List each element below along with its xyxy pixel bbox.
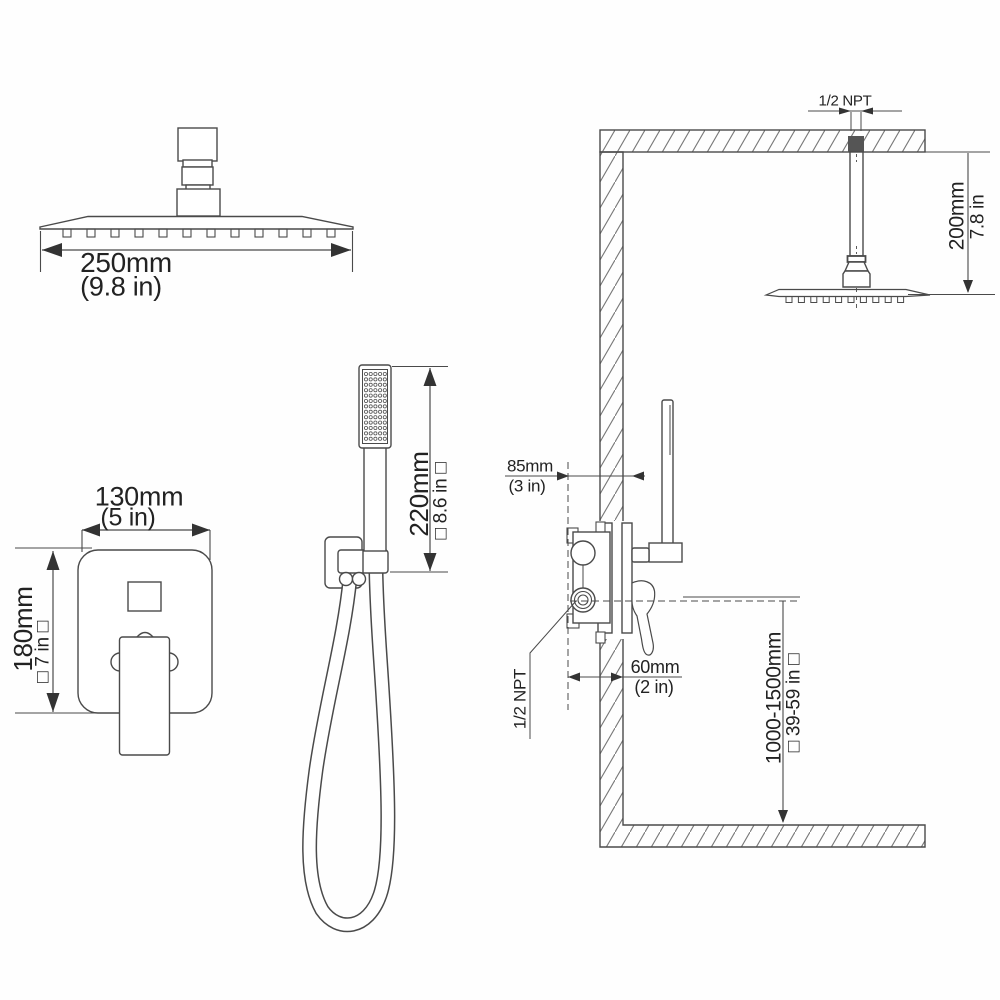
wand-spray-dots — [363, 371, 387, 441]
mount-height-dimension — [683, 596, 800, 823]
head-width-dimension — [39, 231, 354, 272]
label-depth-min-in: (2 in) — [634, 677, 674, 697]
hand-shower-holder — [631, 399, 683, 563]
label-depth-min: 60mm — [630, 657, 680, 677]
label-mount-height: 1000-1500mm — [762, 631, 786, 765]
hand-shower-with-hose — [302, 364, 448, 933]
label-head-width-in: (9.8 in) — [80, 271, 162, 302]
label-arm-drop: 200mm — [945, 181, 969, 251]
label-valve-width: 130mm — [94, 481, 184, 512]
label-depth-max: 85mm — [506, 456, 554, 476]
rain-shower-head-side-view — [39, 127, 354, 272]
label-wand-length-in: □ 8.6 in □ — [430, 462, 452, 540]
label-arm-drop-in: 7.8 in — [967, 194, 989, 240]
label-mount-height-in: □ 39-59 in □ — [783, 653, 805, 753]
in-wall-valve — [566, 521, 633, 644]
valve-lever-front — [110, 631, 179, 756]
mixer-valve-front-view — [15, 523, 213, 756]
ceiling-shower-head — [763, 288, 931, 312]
label-depth-max-in: (3 in) — [508, 476, 546, 496]
arm-drop-dimension — [908, 153, 995, 295]
label-head-width: 250mm — [80, 247, 172, 278]
ceiling-pipe-plug — [848, 136, 864, 152]
label-valve-height-in: □ 7 in □ — [32, 621, 54, 683]
label-wand-length: 220mm — [404, 451, 434, 537]
ceiling-thread-dimension — [808, 107, 902, 131]
rough-in-depth-min-dimension — [568, 672, 682, 682]
ceiling-shower-arm — [842, 151, 871, 288]
label-ceiling-thread: 1/2 NPT — [818, 92, 872, 110]
head-nozzles — [62, 228, 336, 238]
installation-side-view — [505, 107, 995, 848]
valve-height-dimension — [15, 547, 97, 714]
rough-in-depth-max-dimension — [505, 471, 645, 481]
label-valve-width-in: (5 in) — [100, 503, 156, 532]
ceiling — [599, 129, 926, 153]
label-valve-thread: 1/2 NPT — [510, 668, 530, 730]
valve-thread-leader — [529, 600, 577, 739]
valve-handle — [631, 580, 656, 656]
wand-length-dimension — [390, 365, 448, 573]
